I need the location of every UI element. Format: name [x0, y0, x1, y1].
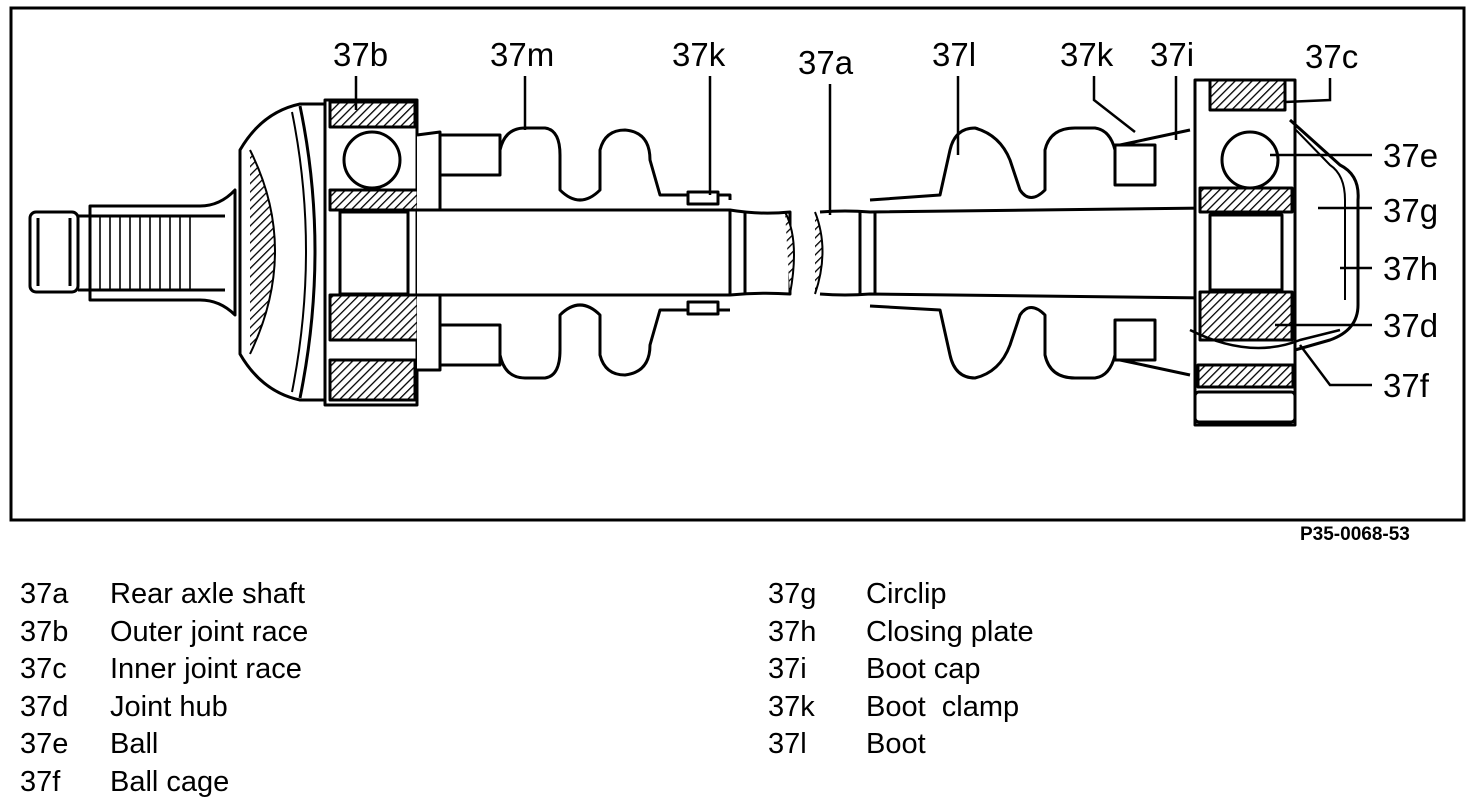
- legend-label: Closing plate: [866, 615, 1034, 648]
- legend-label: Ball: [110, 728, 159, 760]
- legend-label: Boot cap: [866, 653, 981, 685]
- legend-row: 37f Ball cage: [20, 764, 308, 802]
- legend-code: 37k: [768, 690, 815, 723]
- legend-row: 37d Joint hub: [20, 689, 308, 727]
- legend-code: 37l: [768, 728, 807, 760]
- callout-37b: 37b: [333, 36, 388, 73]
- callout-37k-left: 37k: [672, 36, 726, 73]
- legend-row: 37e Ball: [20, 726, 308, 764]
- right-cv-joint-assembly: [814, 78, 1360, 427]
- callout-37c: 37c: [1305, 38, 1358, 75]
- diagram-frame: [9, 6, 1466, 522]
- legend-label: Rear axle shaft: [110, 578, 306, 610]
- legend-row: 37l Boot: [768, 726, 1034, 764]
- legend-code: 37i: [768, 653, 807, 685]
- legend-code: 37a: [20, 578, 69, 610]
- legend-code: 37f: [20, 765, 61, 798]
- legend-row: 37h Closing plate: [768, 614, 1034, 652]
- axle-shaft-diagram: 37b 37m 37k 37a 37l 37k 37i 37c 37e 37g …: [9, 6, 1466, 522]
- callout-37g: 37g: [1383, 192, 1438, 229]
- legend-label: Boot clamp: [866, 690, 1020, 723]
- legend-row: 37k Boot clamp: [768, 689, 1034, 727]
- legend-row: 37a Rear axle shaft: [20, 576, 308, 614]
- callout-37k-right: 37k: [1060, 36, 1114, 73]
- left-cv-joint-assembly: [28, 98, 795, 407]
- callout-37d: 37d: [1383, 307, 1438, 344]
- legend-code: 37d: [20, 690, 69, 723]
- legend-row: 37c Inner joint race: [20, 651, 308, 689]
- legend-label: Circlip: [866, 578, 947, 610]
- legend-row: 37i Boot cap: [768, 651, 1034, 689]
- callout-37f: 37f: [1383, 367, 1430, 404]
- leader-lines: [354, 76, 1372, 387]
- legend-code: 37g: [768, 578, 817, 610]
- callout-37m: 37m: [490, 36, 554, 73]
- legend-row: 37b Outer joint race: [20, 614, 308, 652]
- legend-label: Joint hub: [110, 690, 228, 723]
- legend-row: 37g Circlip: [768, 576, 1034, 614]
- callout-37l: 37l: [932, 36, 976, 73]
- legend-label: Boot: [866, 728, 926, 760]
- callout-37a: 37a: [798, 44, 854, 81]
- legend-code: 37b: [20, 615, 69, 648]
- callout-37i: 37i: [1150, 36, 1194, 73]
- legend-label: Outer joint race: [110, 615, 309, 648]
- legend-code: 37h: [768, 615, 817, 648]
- callout-37e: 37e: [1383, 137, 1438, 174]
- legend-label: Inner joint race: [110, 653, 302, 685]
- legend-code: 37e: [20, 728, 69, 760]
- legend-label: Ball cage: [110, 765, 230, 798]
- callout-37h: 37h: [1383, 250, 1438, 287]
- legend-left: 37a Rear axle shaft 37b Outer joint race 3…: [20, 576, 308, 801]
- figure-code: P35-0068-53: [1300, 524, 1410, 545]
- legend-code: 37c: [20, 653, 67, 685]
